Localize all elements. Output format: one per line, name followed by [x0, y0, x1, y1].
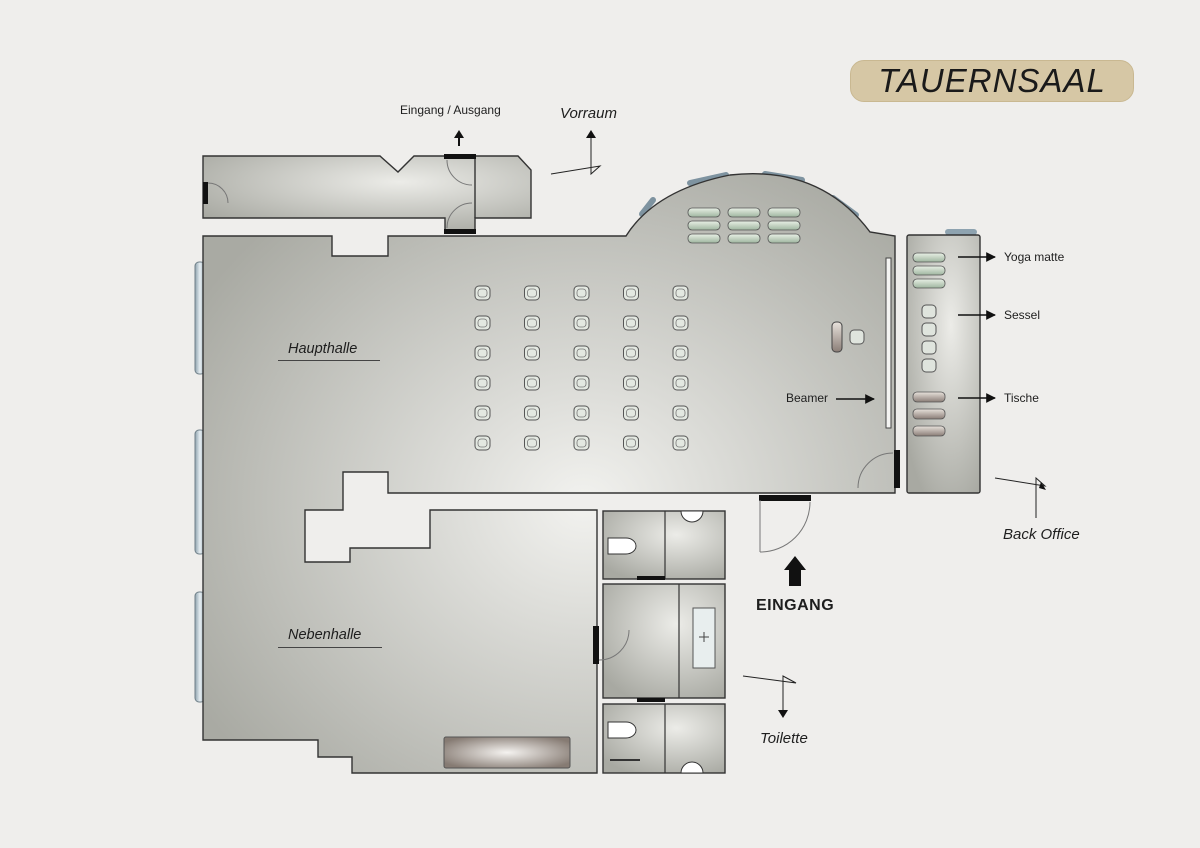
chair-icon: [474, 315, 491, 331]
stage: [443, 736, 571, 769]
chair-icon: [623, 375, 639, 391]
chair-icon: [623, 315, 639, 331]
beamer-chair: [849, 329, 865, 345]
chair-icon: [672, 315, 689, 331]
legend-label-yoga-matte: Yoga matte: [1004, 250, 1065, 264]
chair-icon: [623, 405, 639, 421]
orientation-arrowheads: [454, 130, 1046, 718]
chair-icon: [474, 435, 491, 451]
title-badge: TAUERNSAAL: [850, 60, 1134, 102]
yoga-mat-icon: [727, 220, 761, 231]
legend-chairs: [921, 304, 937, 373]
vorraum-room: [202, 155, 532, 231]
chair-icon: [524, 375, 540, 391]
yoga-mat-icon: [767, 207, 801, 218]
chair-icon: [573, 345, 590, 361]
chair-icon: [672, 405, 689, 421]
chair-icon: [524, 435, 540, 451]
legend-arrows: [958, 252, 996, 403]
chair-icon: [573, 435, 590, 451]
chair-icon: [672, 285, 689, 301]
toilet-block: [602, 510, 726, 774]
yoga-mat-icon: [727, 207, 761, 218]
doors: [203, 154, 900, 702]
chair-icon: [623, 285, 639, 301]
yoga-mat-grid: [687, 207, 801, 244]
legend-yoga-mats: [912, 252, 946, 289]
label-back-office: Back Office: [1003, 526, 1080, 543]
yoga-mat-icon: [767, 220, 801, 231]
chair-icon: [672, 345, 689, 361]
seating-grid: [474, 285, 689, 451]
haupthalle-underline: [278, 360, 380, 361]
beamer-screen: [885, 257, 892, 429]
chair-icon: [474, 405, 491, 421]
chair-icon: [623, 435, 639, 451]
chair-icon: [672, 435, 689, 451]
legend-label-sessel: Sessel: [1004, 308, 1041, 322]
chair-icon: [524, 285, 540, 301]
chair-icon: [474, 285, 491, 301]
yoga-mat-icon: [687, 233, 721, 244]
label-eingang: EINGANG: [756, 597, 835, 614]
label-eingang-ausgang: Eingang / Ausgang: [400, 103, 501, 117]
label-vorraum: Vorraum: [560, 105, 617, 122]
yoga-mat-icon: [767, 233, 801, 244]
chair-icon: [623, 345, 639, 361]
yoga-mat-icon: [687, 207, 721, 218]
chair-icon: [573, 285, 590, 301]
page-title: TAUERNSAAL: [878, 62, 1106, 99]
orientation-arrows: [550, 134, 1047, 714]
legend-label-tische: Tische: [1004, 391, 1039, 405]
legend-tables: [912, 391, 946, 437]
label-beamer: Beamer: [786, 391, 829, 405]
nebenhalle-underline: [278, 647, 382, 648]
chair-icon: [672, 375, 689, 391]
chair-icon: [573, 375, 590, 391]
chair-icon: [524, 345, 540, 361]
entrance-arrow-icon: [784, 556, 806, 586]
chair-icon: [524, 405, 540, 421]
chair-icon: [474, 375, 491, 391]
chair-icon: [573, 405, 590, 421]
chair-icon: [573, 315, 590, 331]
chair-icon: [524, 315, 540, 331]
label-toilette: Toilette: [760, 730, 808, 747]
haupthalle-room: [202, 173, 896, 774]
yoga-mat-icon: [687, 220, 721, 231]
yoga-mat-icon: [727, 233, 761, 244]
label-nebenhalle: Nebenhalle: [288, 627, 362, 643]
beamer-icon: [831, 321, 843, 353]
label-haupthalle: Haupthalle: [288, 341, 358, 357]
chair-icon: [474, 345, 491, 361]
door-swings: [207, 159, 894, 661]
